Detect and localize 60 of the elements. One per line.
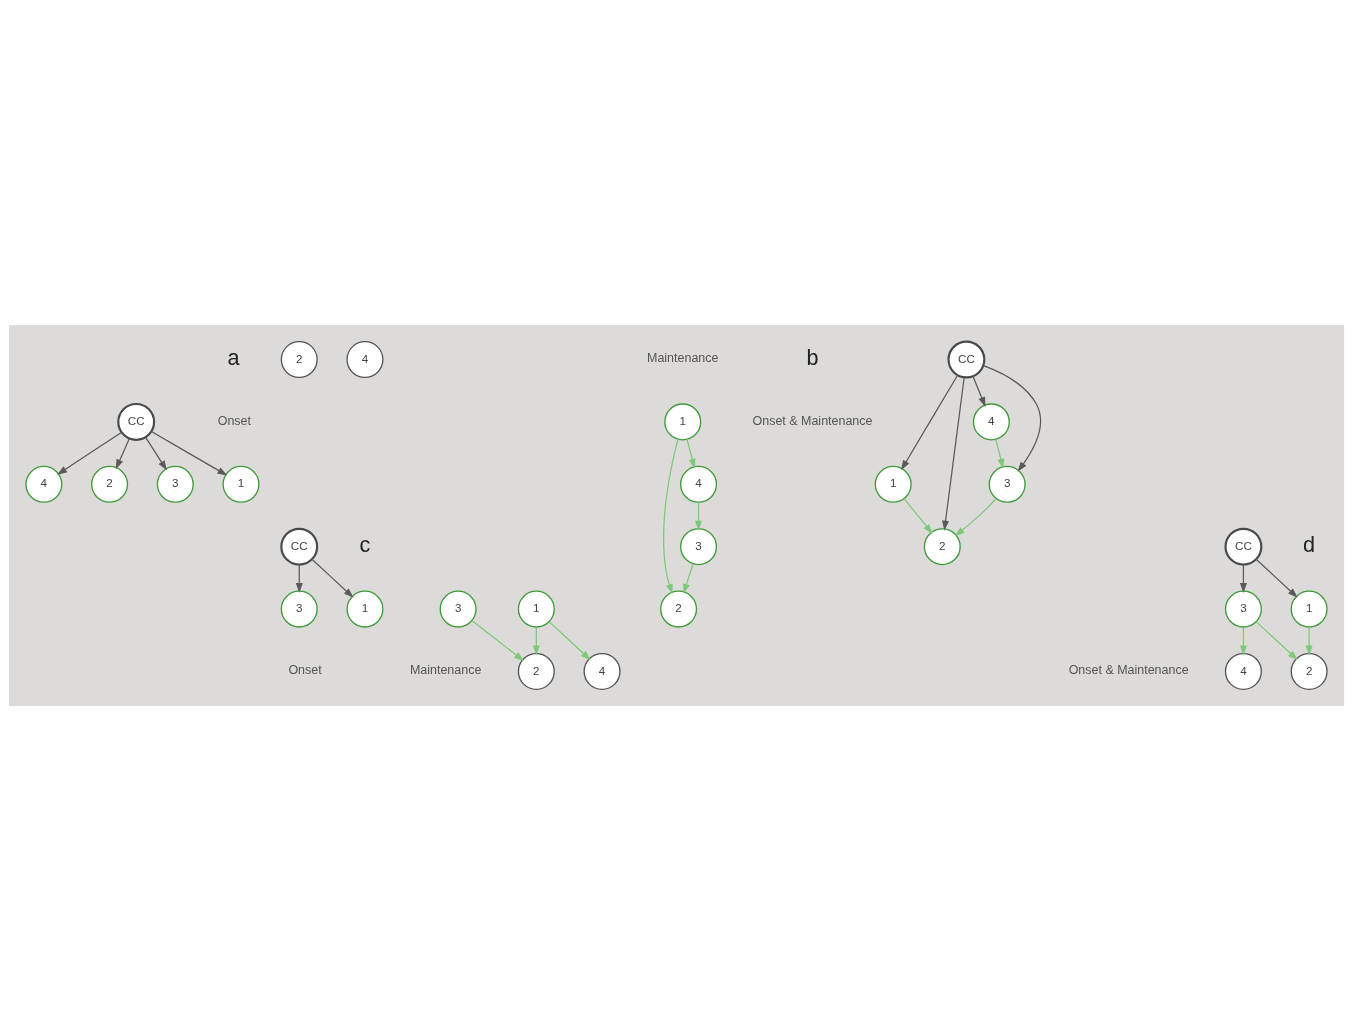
- node-circle: 3: [439, 590, 477, 628]
- node-circle: 3: [156, 465, 194, 503]
- label: b: [806, 344, 819, 370]
- node-circle: 2: [660, 590, 698, 628]
- label: Onset & Maintenance: [1068, 663, 1189, 678]
- node-circle: 2: [517, 652, 555, 691]
- arrow: [150, 430, 228, 476]
- label: Onset & Maintenance: [752, 413, 873, 428]
- node-circle: CC: [280, 527, 319, 566]
- label: Maintenance: [409, 663, 482, 678]
- arrow: [695, 501, 703, 531]
- arrow: [903, 498, 933, 534]
- arrow: [471, 620, 524, 662]
- node-circle: CC: [947, 340, 986, 379]
- node-circle: 2: [280, 340, 318, 379]
- arrow: [145, 436, 167, 471]
- node-circle: 3: [988, 465, 1026, 503]
- node-circle: 2: [91, 465, 129, 503]
- arrow: [995, 438, 1005, 469]
- arrow: [942, 376, 965, 531]
- label: Onset: [288, 663, 322, 678]
- node-circle: 3: [680, 528, 718, 566]
- arrow: [1255, 621, 1298, 661]
- arrow: [686, 438, 696, 469]
- label: c: [359, 531, 371, 557]
- arrow: [663, 438, 679, 595]
- node-circle: 1: [664, 403, 702, 441]
- label: Maintenance: [647, 351, 719, 366]
- node-circle: 4: [346, 340, 384, 379]
- arrow: [683, 563, 694, 594]
- arrow: [982, 365, 1042, 472]
- node-circle: 4: [1224, 652, 1262, 691]
- node-circle: CC: [117, 402, 156, 441]
- node-circle: 1: [222, 465, 260, 503]
- arrow: [1255, 558, 1298, 598]
- label: Onset: [217, 413, 251, 428]
- node-circle: 4: [25, 465, 63, 503]
- node-circle: CC: [1224, 527, 1263, 566]
- node-circle: 4: [680, 465, 718, 503]
- arrow: [295, 564, 303, 594]
- arrow: [1305, 626, 1313, 656]
- arrow: [954, 497, 997, 537]
- arrow: [115, 438, 130, 470]
- node-circle: 3: [1224, 590, 1262, 628]
- arrow: [1239, 626, 1247, 656]
- node-circle: 1: [874, 465, 912, 503]
- node-circle: 3: [280, 590, 318, 628]
- node-circle: 1: [517, 590, 555, 628]
- arrow: [57, 431, 122, 475]
- label: d: [1303, 531, 1316, 557]
- arrow: [1239, 564, 1247, 594]
- arrow: [311, 558, 354, 598]
- label: a: [227, 344, 240, 370]
- arrow: [901, 374, 959, 471]
- arrow: [532, 626, 540, 656]
- arrow: [972, 375, 986, 407]
- node-circle: 4: [972, 403, 1010, 441]
- node-circle: 2: [923, 528, 961, 566]
- arrow: [548, 621, 591, 661]
- node-circle: 1: [346, 590, 384, 628]
